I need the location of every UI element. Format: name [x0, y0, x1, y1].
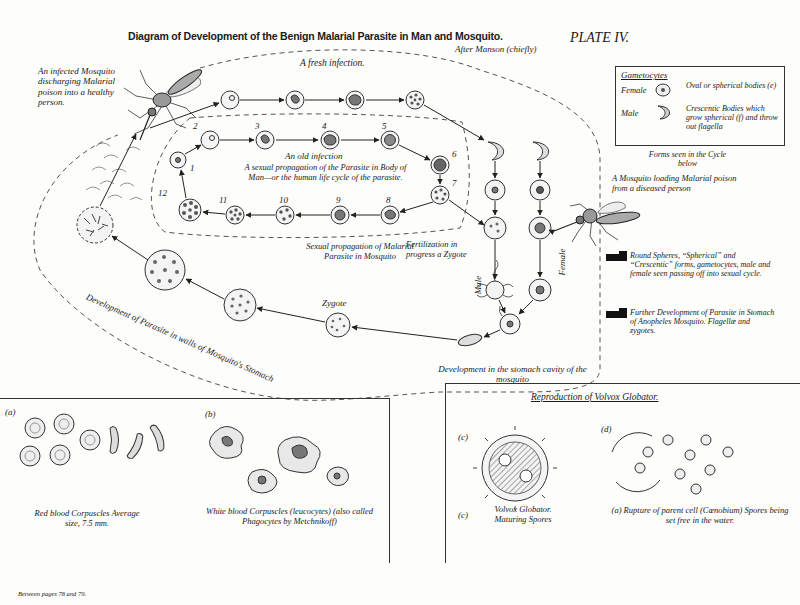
cycle-note: Female	[557, 249, 567, 276]
gametocyte-cell	[77, 142, 551, 348]
cycle-note: A Mosquito loading Malarial poison from …	[612, 174, 737, 194]
box-text: Oval or spherical bodies (e)	[686, 81, 778, 90]
box-text: Red blood Corpuscles Average size, 7.5 m…	[27, 509, 147, 529]
parasite-cell	[170, 91, 449, 224]
cycle-arrow	[100, 100, 553, 340]
cycle-note: Fertilization in progress a Zygote	[406, 240, 472, 260]
cycle-note: Forms seen in the Cycle below	[640, 150, 735, 168]
cycle-note: Zygote	[322, 298, 347, 308]
box-heading: Gametocytes	[621, 70, 667, 80]
box-text: (c)	[458, 510, 468, 520]
box-text: Male	[621, 109, 638, 119]
stage-number: 9	[336, 195, 341, 205]
stage-number: 8	[386, 195, 391, 205]
box-text: (c)	[458, 432, 468, 442]
mosquito-note: An infected Mosquito discharging Malaria…	[38, 66, 134, 107]
mosquito	[124, 66, 204, 140]
gametocyte-icon	[656, 84, 670, 119]
stage-number: 12	[158, 188, 167, 198]
box-text: (b)	[205, 409, 216, 419]
cycle-loop	[34, 50, 600, 400]
cycle-note: Round Spheres, “Spherical” and “Crescent…	[630, 251, 775, 279]
cycle-note: An old infection	[285, 151, 343, 161]
plate-title: Diagram of Development of the Benign Mal…	[128, 30, 503, 42]
volvox-panel: Reproduction of Volvox Globator. (c) (d) (c…	[445, 383, 800, 563]
plate-number: PLATE IV.	[570, 30, 629, 46]
blood-panel: (a) (b) Red blood Corpuscles Average size,…	[0, 398, 390, 563]
cycle-note: Sexual propagation of Malarial Parasite …	[300, 242, 420, 262]
white-corpuscle	[209, 426, 348, 493]
box-text: (d)	[601, 424, 612, 434]
cycle-note: Further Development of Parasite in Stoma…	[630, 308, 775, 336]
stage-number: 7	[452, 178, 457, 188]
cycle-note: Development of Parasite in walls of Mosq…	[85, 292, 276, 384]
cycle-note: Development in the stomach cavity of the…	[425, 364, 600, 385]
stage-number: 1	[190, 163, 195, 173]
box-text: Volvox Globator. Maturing Spores	[484, 505, 562, 525]
cycle-note: Male	[473, 276, 483, 295]
volvox-colony	[473, 426, 557, 510]
page-note: Between pages 78 and 79.	[18, 590, 86, 597]
box-text: Crescentic Bodies which grow spherical (…	[686, 104, 780, 132]
stage-number: 4	[322, 121, 327, 131]
box-heading: Reproduction of Volvox Globator.	[531, 392, 658, 403]
stage-number: 11	[219, 195, 227, 205]
skin-hatching	[86, 143, 142, 200]
box-text: (a) Rupture of parent cell (Cœnobium) Sp…	[606, 506, 794, 526]
box-text: White blood Corpuscles (leucocytes) (als…	[197, 507, 382, 527]
pointing-hand	[606, 251, 627, 318]
box-text: Female	[621, 86, 647, 96]
cycle-heading: A fresh infection.	[300, 58, 365, 69]
cycle-note: A sexual propagation of the Parasite in …	[238, 163, 413, 183]
stage-number: 6	[452, 149, 457, 159]
key-box: GametocytesFemale Oval or spherical bodie…	[615, 66, 785, 146]
mosquito	[554, 202, 640, 246]
stage-number: 10	[279, 195, 288, 205]
source-note: After Manson (chiefly)	[455, 44, 536, 54]
stage-number: 2	[193, 121, 198, 131]
volvox-spores	[612, 433, 733, 494]
stage-number: 5	[382, 121, 387, 131]
stage-number: 3	[255, 121, 260, 131]
red-corpuscle	[20, 414, 167, 466]
box-heading: (a)	[5, 407, 16, 417]
